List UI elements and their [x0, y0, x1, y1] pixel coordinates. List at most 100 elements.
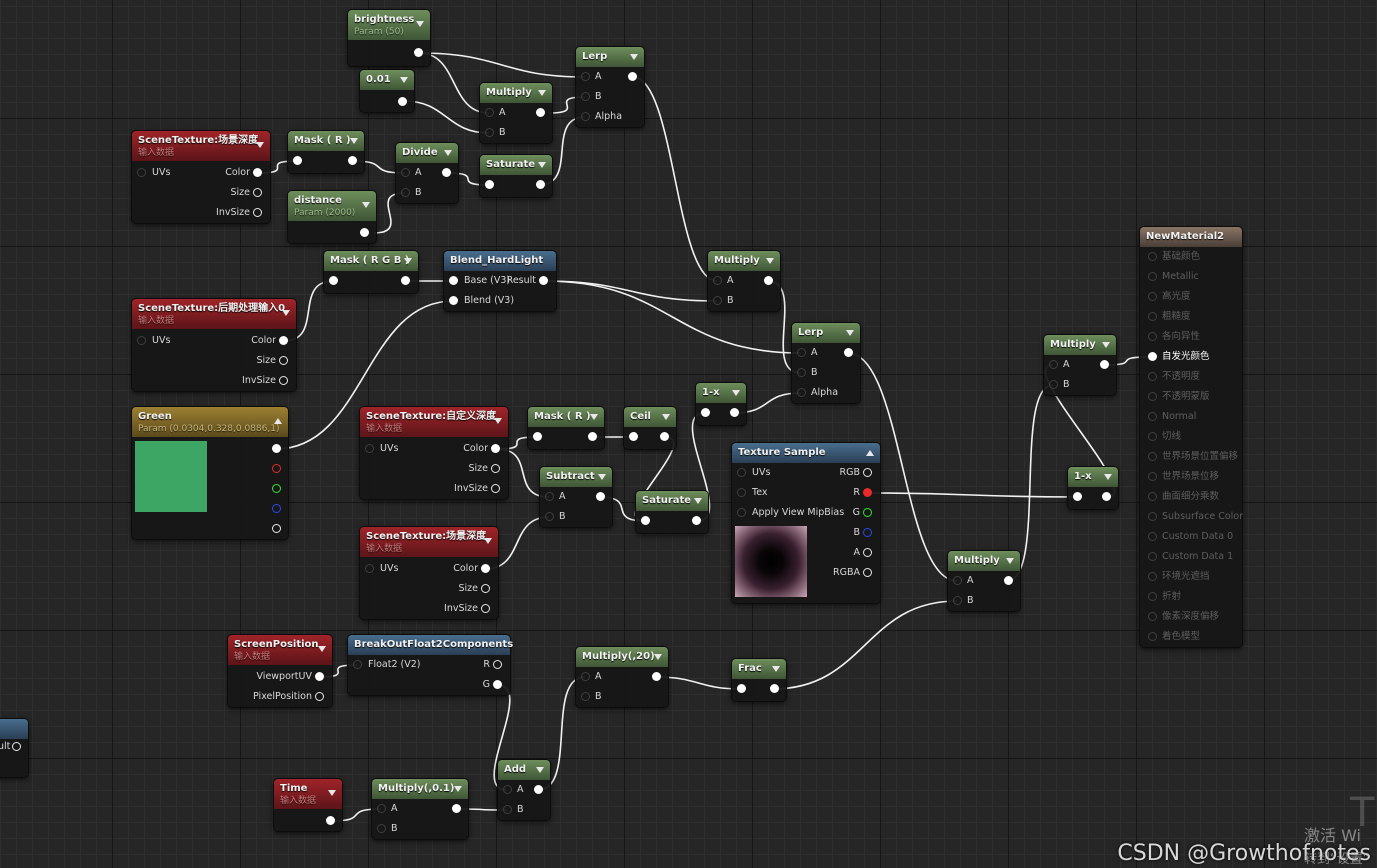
- input-pin-a[interactable]: [377, 804, 386, 813]
- material-input-pin[interactable]: [1148, 392, 1157, 401]
- node-partial-offscreen[interactable]: ult: [0, 719, 28, 777]
- collapse-arrow-icon[interactable]: [282, 310, 290, 316]
- collapse-arrow-icon[interactable]: [362, 202, 370, 208]
- material-input-pin[interactable]: [1148, 372, 1157, 381]
- node-header[interactable]: Frac: [732, 659, 786, 679]
- node-multiply-1[interactable]: Multiply A B: [480, 83, 552, 143]
- input-pin-b[interactable]: [485, 128, 494, 137]
- node-header[interactable]: SceneTexture:自定义深度输入数据: [360, 407, 508, 437]
- output-pin[interactable]: [348, 156, 357, 165]
- node-header[interactable]: 1-x: [1068, 467, 1118, 487]
- node-lerp-2[interactable]: Lerp A B Alpha: [792, 323, 860, 403]
- node-multiply-01[interactable]: Multiply(,0.1) A B: [372, 779, 468, 839]
- collapse-arrow-icon[interactable]: [630, 54, 638, 60]
- connection-wire[interactable]: [655, 676, 742, 690]
- collapse-arrow-icon[interactable]: [274, 418, 282, 424]
- input-pin-a[interactable]: [797, 348, 806, 357]
- collapse-arrow-icon[interactable]: [400, 77, 408, 83]
- output-pin[interactable]: [1004, 576, 1013, 585]
- input-pin-a[interactable]: [485, 108, 494, 117]
- output-pin[interactable]: [414, 48, 423, 57]
- node-scene-texture-depth-1[interactable]: SceneTexture:场景深度输入数据 UVs Color Size Inv…: [132, 131, 270, 223]
- input-pin-blend[interactable]: [449, 296, 458, 305]
- connection-wire[interactable]: [373, 192, 406, 234]
- input-pin-tex[interactable]: [737, 488, 746, 497]
- output-pin-invsize[interactable]: [279, 376, 288, 385]
- node-header[interactable]: Lerp: [576, 47, 644, 67]
- input-pin-b[interactable]: [713, 296, 722, 305]
- input-pin[interactable]: [533, 432, 542, 441]
- input-pin-a[interactable]: [545, 492, 554, 501]
- output-pin[interactable]: [1102, 492, 1111, 501]
- node-header[interactable]: 0.01: [360, 70, 414, 90]
- collapse-arrow-icon[interactable]: [772, 666, 780, 672]
- collapse-arrow-icon[interactable]: [318, 646, 326, 652]
- output-pin-rgb[interactable]: [863, 468, 872, 477]
- input-pin-uvs[interactable]: [137, 168, 146, 177]
- node-add[interactable]: Add A B: [498, 760, 550, 820]
- connection-wire[interactable]: [543, 280, 718, 302]
- node-lerp-1[interactable]: Lerp A B Alpha: [576, 47, 644, 127]
- node-header[interactable]: NewMaterial2: [1140, 227, 1242, 247]
- input-pin-b[interactable]: [581, 692, 590, 701]
- input-pin-b[interactable]: [401, 188, 410, 197]
- input-pin-base[interactable]: [449, 276, 458, 285]
- output-pin[interactable]: [770, 684, 779, 693]
- material-input-pin[interactable]: [1148, 432, 1157, 441]
- collapse-arrow-icon[interactable]: [494, 418, 502, 424]
- output-pin-g[interactable]: [863, 508, 872, 517]
- node-header[interactable]: Multiply(,20): [576, 647, 668, 667]
- input-pin-b[interactable]: [797, 368, 806, 377]
- input-pin-a[interactable]: [503, 785, 512, 794]
- output-pin-r[interactable]: [272, 464, 281, 473]
- material-input-pin[interactable]: [1148, 532, 1157, 541]
- connection-wire[interactable]: [548, 96, 586, 114]
- collapse-arrow-icon[interactable]: [538, 90, 546, 96]
- node-divide[interactable]: Divide A B: [396, 143, 458, 203]
- output-pin[interactable]: [452, 804, 461, 813]
- collapse-arrow-icon[interactable]: [444, 150, 452, 156]
- collapse-arrow-icon[interactable]: [404, 258, 412, 264]
- connection-wire[interactable]: [543, 280, 802, 354]
- input-pin-uvs[interactable]: [365, 564, 374, 573]
- output-pin[interactable]: [398, 97, 407, 106]
- output-pin-viewportuv[interactable]: [315, 672, 324, 681]
- output-pin-b[interactable]: [272, 504, 281, 513]
- node-header[interactable]: Add: [498, 760, 550, 780]
- output-pin-result[interactable]: [539, 276, 548, 285]
- output-pin-color[interactable]: [279, 336, 288, 345]
- input-pin-uvs[interactable]: [137, 336, 146, 345]
- output-pin-invsize[interactable]: [491, 484, 500, 493]
- output-pin-g[interactable]: [272, 484, 281, 493]
- collapse-arrow-icon[interactable]: [1104, 474, 1112, 480]
- connection-wire[interactable]: [866, 492, 1078, 498]
- input-pin-alpha[interactable]: [581, 112, 590, 121]
- node-header[interactable]: [0, 719, 28, 739]
- input-pin-b[interactable]: [377, 824, 386, 833]
- output-pin[interactable]: [442, 168, 451, 177]
- input-pin-b[interactable]: [1049, 380, 1058, 389]
- collapse-arrow-icon[interactable]: [350, 138, 358, 144]
- input-pin-a[interactable]: [713, 276, 722, 285]
- output-pin[interactable]: [12, 742, 21, 751]
- node-header[interactable]: Saturate: [636, 491, 708, 511]
- node-header[interactable]: Multiply: [480, 83, 552, 103]
- input-pin-b[interactable]: [545, 512, 554, 521]
- output-pin[interactable]: [326, 816, 335, 825]
- output-pin[interactable]: [536, 108, 545, 117]
- output-pin[interactable]: [588, 432, 597, 441]
- node-one-minus-1[interactable]: 1-x: [696, 383, 746, 425]
- material-input-pin[interactable]: [1148, 332, 1157, 341]
- collapse-arrow-icon[interactable]: [732, 390, 740, 396]
- node-frac[interactable]: Frac: [732, 659, 786, 701]
- node-header[interactable]: Mask ( R ): [528, 407, 604, 427]
- node-one-minus-2[interactable]: 1-x: [1068, 467, 1118, 509]
- output-pin-color[interactable]: [491, 444, 500, 453]
- input-pin-a[interactable]: [581, 672, 590, 681]
